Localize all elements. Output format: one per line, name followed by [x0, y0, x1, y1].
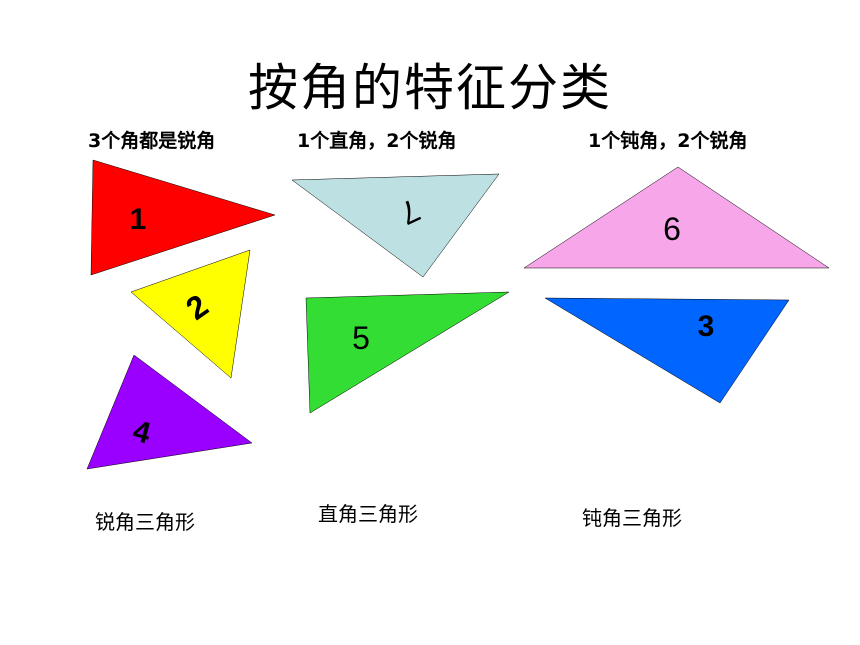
triangle-6-shape	[523, 166, 830, 269]
triangle-3-shape	[544, 297, 790, 404]
triangle-6-label: 6	[663, 211, 681, 247]
triangle-3: 3	[544, 297, 790, 404]
triangle-2-shape	[130, 249, 251, 379]
triangle-5: 5	[305, 291, 510, 414]
triangle-5-label: 5	[352, 320, 370, 356]
header-right: 1个直角，2个锐角	[297, 130, 457, 152]
triangle-3-label: 3	[698, 310, 715, 343]
caption-acute-triangle: 锐角三角形	[95, 510, 195, 534]
triangle-4: 4	[86, 354, 253, 470]
triangle-4-shape	[86, 354, 253, 470]
triangle-1-label: 1	[130, 203, 147, 236]
header-acute: 3个角都是锐角	[88, 130, 216, 152]
triangle-7-shape	[291, 173, 500, 278]
header-obtuse: 1个钝角，2个锐角	[588, 130, 748, 152]
triangle-1-shape	[90, 159, 276, 276]
triangle-6: 6	[523, 166, 830, 269]
caption-obtuse-triangle: 钝角三角形	[582, 506, 682, 530]
page-title: 按角的特征分类	[248, 59, 612, 117]
triangle-5-shape	[305, 291, 510, 414]
caption-right-triangle: 直角三角形	[318, 502, 418, 526]
triangle-1: 1	[90, 159, 276, 276]
triangle-2: 2	[130, 249, 251, 379]
triangle-7: 7	[291, 173, 500, 278]
